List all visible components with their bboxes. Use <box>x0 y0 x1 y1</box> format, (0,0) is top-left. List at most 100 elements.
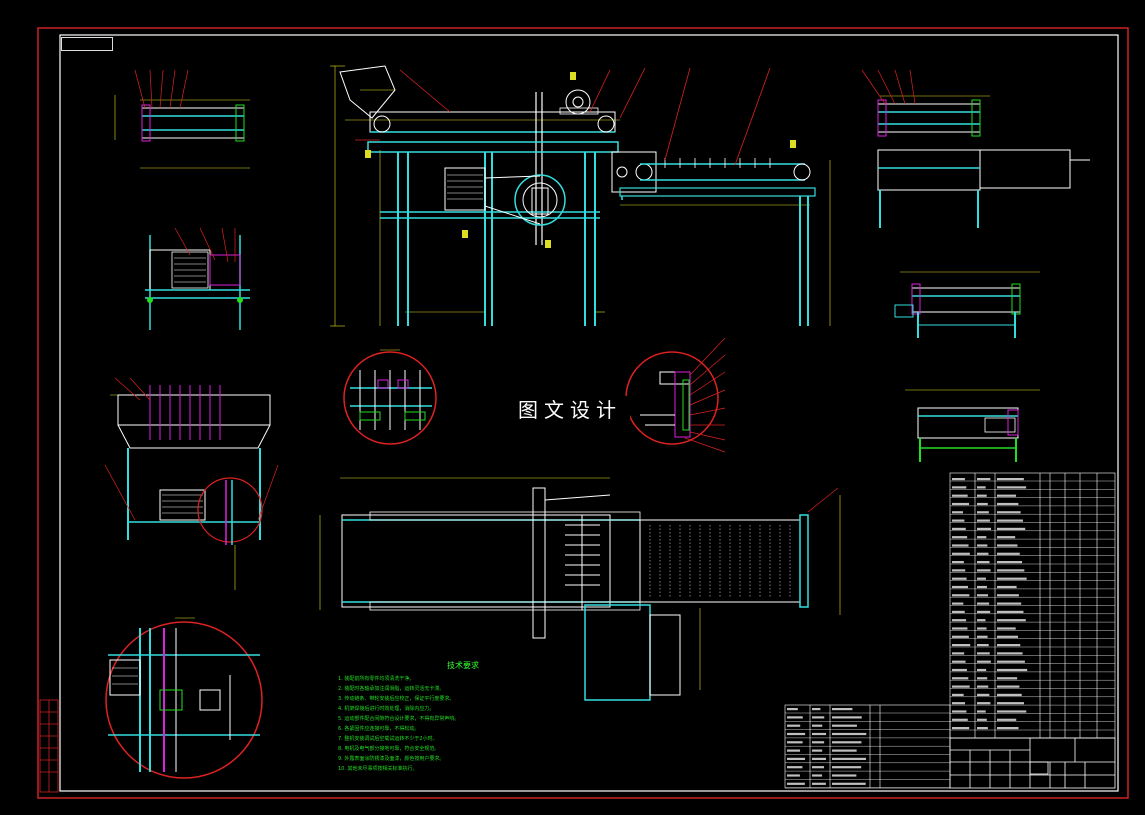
table-cell-glyphs <box>977 552 989 555</box>
watermark-text: 图文设计 <box>510 396 630 424</box>
inner-frame <box>59 34 1119 792</box>
table-cell-glyphs <box>997 693 1022 696</box>
main-front-view <box>330 65 831 327</box>
detail-circle-i <box>343 349 437 445</box>
bottom-cell-glyphs <box>812 724 823 727</box>
bottom-cell-glyphs <box>812 741 825 744</box>
table-cell-glyphs <box>977 710 986 713</box>
table-cell-glyphs <box>977 594 989 597</box>
table-cell-glyphs <box>977 511 989 514</box>
bottom-cell-glyphs <box>812 757 826 760</box>
left-cross-section <box>104 377 279 590</box>
table-cell-glyphs <box>997 486 1027 489</box>
table-cell-glyphs <box>952 718 968 721</box>
table-cell-glyphs <box>997 727 1019 730</box>
note-line-5: 5. 运动部件配合间隙符合设计要求，不得有异常声响。 <box>338 716 460 722</box>
table-cell-glyphs <box>977 602 990 605</box>
table-cell-glyphs <box>977 727 988 730</box>
table-cell-glyphs <box>997 511 1021 514</box>
table-cell-glyphs <box>977 577 986 580</box>
right-g-g-view <box>894 271 1040 338</box>
table-cell-glyphs <box>977 668 987 672</box>
table-cell-glyphs <box>997 668 1028 672</box>
bottom-cell-glyphs <box>832 716 862 719</box>
note-line-10: 10. 其他未尽事项按相关标准执行。 <box>338 766 418 772</box>
table-cell-glyphs <box>952 727 970 730</box>
table-cell-glyphs <box>952 619 967 622</box>
right-h-h-view <box>905 389 1040 462</box>
left-revision-block <box>39 699 59 793</box>
table-cell-glyphs <box>952 610 965 613</box>
table-cell-glyphs <box>997 527 1026 530</box>
table-cell-glyphs <box>952 511 964 514</box>
table-cell-glyphs <box>997 478 1024 481</box>
table-cell-glyphs <box>977 527 991 530</box>
outer-frame <box>37 27 1129 799</box>
table-cell-glyphs <box>977 502 988 506</box>
table-cell-glyphs <box>997 652 1023 655</box>
table-cell-glyphs <box>977 677 988 680</box>
bottom-cell-glyphs <box>812 708 821 711</box>
table-cell-glyphs <box>952 644 971 647</box>
table-cell-glyphs <box>952 660 966 663</box>
note-line-8: 8. 电机及电气部分接地可靠，符合安全规范。 <box>338 746 440 752</box>
detail-circle-ii <box>625 337 726 453</box>
table-cell-glyphs <box>952 594 970 597</box>
table-cell-glyphs <box>997 502 1019 506</box>
bottom-cell-glyphs <box>812 774 823 777</box>
bottom-cell-glyphs <box>812 766 825 769</box>
table-cell-glyphs <box>997 569 1025 572</box>
table-cell-glyphs <box>952 569 966 572</box>
table-cell-glyphs <box>977 718 987 721</box>
mesh-grid <box>649 525 791 598</box>
table-cell-glyphs <box>977 652 990 655</box>
table-cell-glyphs <box>997 644 1021 647</box>
table-cell-glyphs <box>977 627 987 630</box>
table-cell-glyphs <box>977 660 991 663</box>
table-cell-glyphs <box>977 610 991 613</box>
title-block <box>949 737 1116 789</box>
table-cell-glyphs <box>997 585 1017 589</box>
note-line-4: 4. 机架焊接后进行时效处理，消除内应力。 <box>338 706 435 712</box>
table-cell-glyphs <box>952 494 968 497</box>
bottom-cell-glyphs <box>787 724 801 727</box>
table-cell-glyphs <box>977 702 991 705</box>
table-cell-glyphs <box>977 585 987 589</box>
bottom-cell-glyphs <box>787 749 801 752</box>
table-cell-glyphs <box>997 536 1016 539</box>
table-cell-glyphs <box>977 544 988 547</box>
bottom-plan-view <box>319 477 841 701</box>
bottom-parts-text <box>787 708 867 785</box>
note-line-9: 9. 外露表面涂防锈漆及面漆，颜色按用户要求。 <box>338 756 445 762</box>
table-cell-glyphs <box>997 718 1017 721</box>
table-cell-glyphs <box>997 685 1020 688</box>
table-cell-glyphs <box>997 577 1027 580</box>
bottom-cell-glyphs <box>832 741 862 744</box>
parts-list-table <box>949 472 1116 739</box>
table-cell-glyphs <box>977 486 986 489</box>
table-cell-glyphs <box>952 552 970 555</box>
table-cell-glyphs <box>952 544 969 547</box>
bottom-cell-glyphs <box>787 774 800 777</box>
table-cell-glyphs <box>952 652 965 655</box>
bottom-left-detail <box>105 617 263 779</box>
drawing-number-box <box>61 37 113 51</box>
table-cell-glyphs <box>977 644 989 647</box>
table-cell-glyphs <box>952 702 966 705</box>
right-top-view <box>861 69 1090 228</box>
notes-title: 技术要求 <box>447 661 479 670</box>
table-cell-glyphs <box>997 544 1018 547</box>
table-cell-glyphs <box>952 561 964 564</box>
note-line-6: 6. 各紧固件应连接可靠，不得松动。 <box>338 726 420 732</box>
table-cell-glyphs <box>997 619 1026 622</box>
bottom-cell-glyphs <box>787 716 803 719</box>
table-cell-glyphs <box>952 685 970 688</box>
bottom-parts-table <box>784 704 951 789</box>
bottom-cell-glyphs <box>812 716 825 719</box>
note-line-3: 3. 传动链条、带轮安装后应校正，保证平行度要求。 <box>338 696 455 702</box>
table-cell-glyphs <box>952 627 968 630</box>
note-line-1: 1. 装配前所有零件均须清洗干净。 <box>338 676 415 682</box>
table-cell-glyphs <box>952 536 968 539</box>
parts-list-text <box>952 478 1028 730</box>
bottom-cell-glyphs <box>832 774 857 777</box>
